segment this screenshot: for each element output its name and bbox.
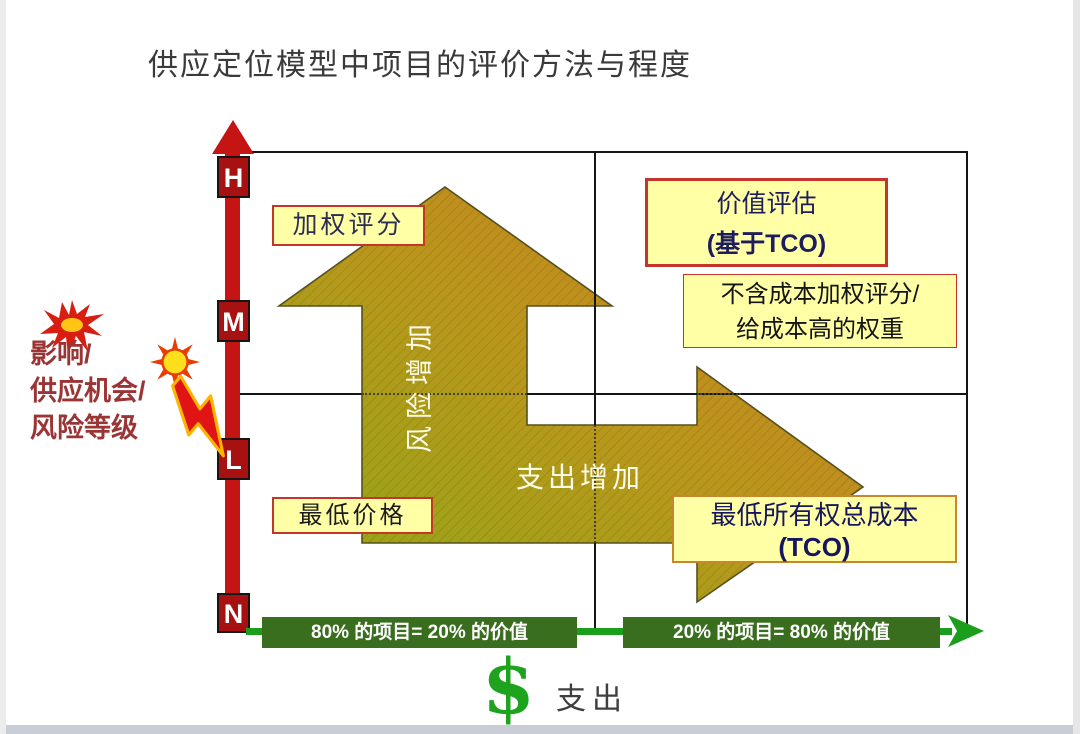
spend-rule-right: 20% 的项目= 80% 的价值 bbox=[623, 617, 940, 648]
grid-top-border bbox=[238, 151, 968, 153]
panel-lowtco-line2: (TCO) bbox=[778, 532, 851, 562]
spend-increase-label: 支出增加 bbox=[515, 462, 644, 493]
spend-axis-line bbox=[246, 628, 952, 635]
grid-horizontal-divider bbox=[238, 393, 364, 395]
panel-non-cost-weighted: 不含成本加权评分/ 给成本高的权重 bbox=[683, 274, 957, 348]
page-edge-left bbox=[0, 0, 6, 734]
panel-lowtco-line1: 最低所有权总成本 bbox=[710, 500, 919, 530]
panel-lowest-tco: 最低所有权总成本 (TCO) bbox=[672, 495, 957, 563]
page-edge-bottom bbox=[0, 725, 1080, 734]
panel-value-line1: 价值评估 bbox=[716, 190, 817, 218]
spend-rule-left: 80% 的项目= 20% 的价值 bbox=[262, 617, 577, 648]
risk-level-block-n: N bbox=[217, 593, 250, 633]
panel-noncost-line1: 不含成本加权评分/ bbox=[720, 281, 920, 308]
grid-dotted-segment bbox=[594, 425, 596, 543]
page-title: 供应定位模型中项目的评价方法与程度 bbox=[148, 49, 692, 82]
grid-horizontal-divider bbox=[527, 393, 966, 395]
grid-right-border bbox=[966, 151, 968, 629]
spend-axis-label: 支出 bbox=[556, 683, 628, 716]
impact-legend-line3: 风险等级 bbox=[30, 413, 138, 443]
sun-icon bbox=[149, 336, 201, 388]
spend-axis-arrowhead bbox=[948, 615, 984, 647]
panel-value-line2: (基于TCO) bbox=[706, 230, 827, 258]
lightning-icon bbox=[171, 374, 225, 458]
starburst-icon bbox=[40, 300, 104, 354]
page-edge-right bbox=[1073, 0, 1080, 734]
risk-axis-arrowhead bbox=[212, 120, 254, 154]
impact-legend-line1: 影响/ bbox=[30, 339, 92, 369]
risk-level-block-m: M bbox=[217, 300, 250, 342]
grid-dotted-segment bbox=[697, 393, 741, 395]
grid-vertical-divider bbox=[594, 151, 596, 425]
dollar-sign-icon: $ bbox=[482, 642, 535, 731]
grid-dotted-segment bbox=[362, 393, 527, 395]
panel-value-assessment: 价值评估 (基于TCO) bbox=[645, 178, 888, 267]
grid-vertical-divider bbox=[594, 543, 596, 631]
panel-weighted-scoring: 加权评分 bbox=[272, 205, 425, 246]
panel-noncost-line2: 给成本高的权重 bbox=[736, 316, 904, 343]
risk-axis-shaft bbox=[225, 150, 240, 600]
risk-increase-label: 风险增加 bbox=[405, 317, 435, 453]
impact-legend: 影响/ 供应机会/ 风险等级 bbox=[30, 336, 146, 447]
impact-legend-line2: 供应机会/ bbox=[30, 376, 146, 406]
panel-lowest-price: 最低价格 bbox=[272, 497, 433, 534]
risk-level-block-h: H bbox=[217, 156, 250, 198]
